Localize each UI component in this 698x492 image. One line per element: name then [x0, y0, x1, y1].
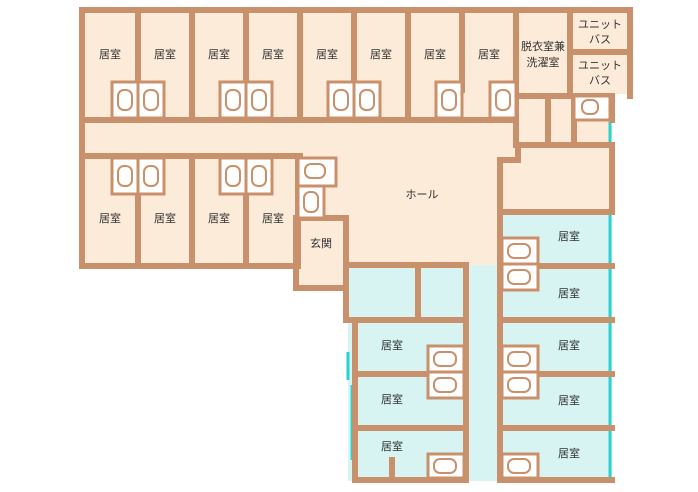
room-label: 居室	[381, 439, 403, 453]
room-label: 居室	[316, 47, 338, 61]
toilet-icon	[434, 80, 464, 120]
unit-bath-label: バス	[589, 33, 611, 46]
room-label: 居室	[558, 229, 580, 243]
toilet-icon	[136, 80, 166, 120]
room-label: 居室	[99, 47, 121, 61]
toilet-icon	[500, 344, 540, 374]
room-label: 居室	[262, 211, 284, 225]
room-label: 居室	[558, 338, 580, 352]
toilet-icon	[296, 184, 326, 220]
toilet-icon	[426, 452, 466, 480]
room-label: 居室	[99, 211, 121, 225]
room-label: 居室	[558, 446, 580, 460]
toilet-icon	[136, 156, 166, 196]
room-label: 居室	[262, 47, 284, 61]
room-label: 居室	[208, 211, 230, 225]
outside-bottom-left	[0, 268, 348, 492]
toilets	[110, 80, 612, 480]
toilet-icon	[110, 80, 140, 120]
room-label: 居室	[154, 211, 176, 225]
toilet-icon	[488, 80, 518, 120]
room-label: 居室	[381, 392, 403, 406]
entrance-label: 玄関	[310, 236, 332, 250]
dressing-room-label: 脱衣室兼	[521, 39, 565, 53]
room-label: 居室	[381, 338, 403, 352]
room-label: 居室	[208, 47, 230, 61]
unit-bath-label: ユニット	[578, 18, 622, 31]
dressing-room-label: 洗濯室	[527, 55, 560, 69]
room-label: 居室	[558, 286, 580, 300]
toilet-icon	[326, 80, 356, 120]
toilet-icon	[500, 370, 540, 400]
toilet-icon	[244, 156, 274, 196]
room-label: 居室	[370, 47, 392, 61]
toilet-icon	[572, 94, 612, 122]
toilet-icon	[500, 452, 540, 480]
unit-bath-label: ユニット	[578, 59, 622, 72]
room-label: 居室	[154, 47, 176, 61]
toilet-icon	[500, 262, 540, 292]
toilet-icon	[296, 156, 338, 188]
toilet-icon	[110, 156, 140, 196]
hall-label: ホール	[406, 188, 439, 201]
unit-bath-label: バス	[589, 74, 611, 87]
room-label: 居室	[424, 47, 446, 61]
toilet-icon	[244, 80, 274, 120]
room-label: 居室	[558, 393, 580, 407]
toilet-icon	[500, 236, 540, 266]
toilet-icon	[352, 80, 382, 120]
toilet-icon	[426, 370, 466, 400]
toilet-icon	[218, 156, 248, 196]
toilet-icon	[426, 344, 466, 374]
room-label: 居室	[478, 47, 500, 61]
toilet-icon	[218, 80, 248, 120]
labels: 居室 居室 居室 居室 居室 居室 居室 居室 居室 居室 居室 居室 脱衣室兼…	[99, 18, 622, 460]
